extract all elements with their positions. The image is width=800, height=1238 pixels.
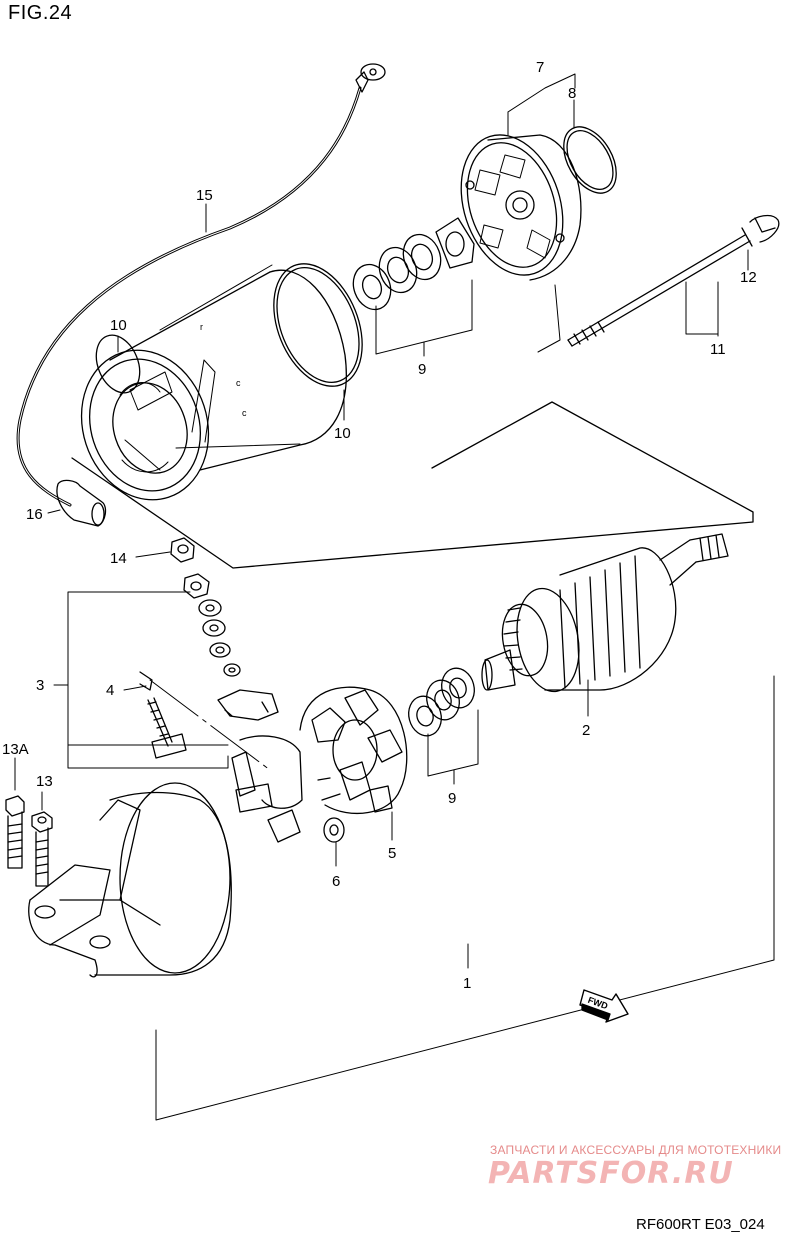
callout-6: 6 <box>332 873 340 890</box>
callout-11: 11 <box>710 341 726 358</box>
lead-wire-part <box>16 63 386 527</box>
callout-10-left: 10 <box>110 317 127 334</box>
watermark-logo: PARTSFOR.RU <box>488 1156 734 1191</box>
callout-leaders <box>14 73 775 1121</box>
callout-1: 1 <box>463 975 471 992</box>
callout-13: 13 <box>36 773 53 790</box>
callout-13a: 13A <box>2 741 29 758</box>
housing-group-frame <box>71 401 754 569</box>
svg-text:c: c <box>242 408 247 418</box>
front-cover-part <box>28 782 232 978</box>
figure-code: RF600RT E03_024 <box>636 1216 765 1233</box>
terminal-nut-part <box>170 537 241 677</box>
forward-direction-badge: FWD <box>579 989 629 1023</box>
end-cover-part <box>460 126 617 281</box>
bolt-13-part <box>31 811 53 887</box>
brush-holder-part <box>217 686 408 843</box>
callout-14: 14 <box>110 550 127 567</box>
callout-4: 4 <box>106 682 114 699</box>
washer-set-lower-part <box>408 667 475 737</box>
svg-text:r: r <box>200 322 203 332</box>
figure-title: FIG.24 <box>8 2 73 24</box>
callout-8: 8 <box>568 85 576 102</box>
terminal-bolt-part <box>139 671 187 759</box>
yoke-housing-part: r c c <box>80 263 363 501</box>
callout-2: 2 <box>582 722 590 739</box>
callout-12: 12 <box>740 269 757 286</box>
callout-9-upper: 9 <box>418 361 426 378</box>
callout-7: 7 <box>536 59 544 76</box>
callout-labels: 7 8 15 10 12 11 9 10 16 14 3 4 2 13A 13 … <box>2 59 757 992</box>
callout-3: 3 <box>36 677 44 694</box>
svg-text:c: c <box>236 378 241 388</box>
callout-9-lower: 9 <box>448 790 456 807</box>
callout-15: 15 <box>196 187 213 204</box>
callout-10-right: 10 <box>334 425 351 442</box>
armature-part <box>481 533 729 693</box>
through-bolt-part <box>567 214 780 347</box>
bolt-13a-part <box>5 795 25 869</box>
washer-set-upper-part <box>352 217 475 311</box>
callout-16: 16 <box>26 506 43 523</box>
watermark-tagline: ЗАПЧАСТИ И АКСЕССУАРЫ ДЛЯ МОТОТЕХНИКИ <box>490 1143 782 1157</box>
callout-5: 5 <box>388 845 396 862</box>
